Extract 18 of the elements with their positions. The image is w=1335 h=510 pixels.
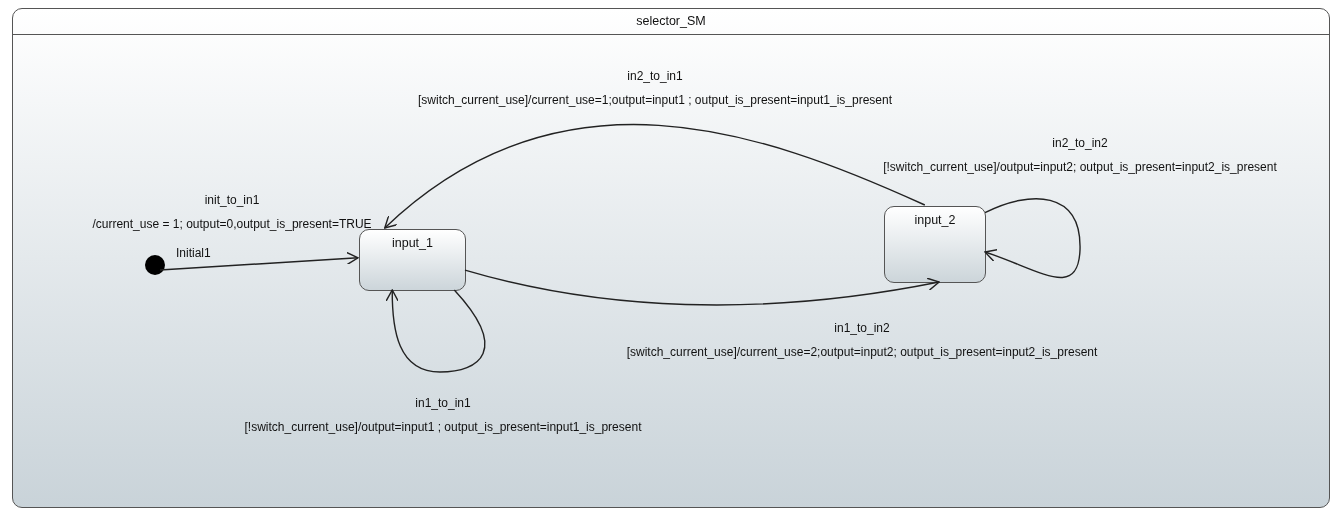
transition-label: in2_to_in1 [switch_current_use]/current_use=1;output=input1 ; output_is_present=input1_is_present: [418, 68, 892, 109]
initial-state-dot: [145, 255, 165, 275]
state-box: [359, 229, 466, 291]
state-machine-frame: [12, 8, 1330, 508]
transition-arrow: [159, 251, 359, 271]
transition-arrow: [384, 124, 926, 229]
transition-label: init_to_in1 /current_use = 1; output=0,output_is_present=TRUE: [92, 192, 372, 233]
transition-label: in1_to_in1 [!switch_current_use]/output=input1 ; output_is_present=input1_is_present: [244, 395, 642, 436]
transition-label: in2_to_in2 [!switch_current_use]/output=input2; output_is_present=input2_is_present: [883, 135, 1277, 176]
transition-arrow: [984, 198, 1081, 279]
state-name: input_2: [913, 213, 957, 227]
transition-arrow: [464, 269, 940, 306]
transition-arrow: [385, 289, 486, 373]
frame-title: selector_SM: [636, 14, 706, 28]
state-caption: Initial1: [176, 246, 211, 260]
state-box: [884, 206, 986, 283]
transition-label: in1_to_in2 [switch_current_use]/current_use=2;output=input2; output_is_present=input2_is_present: [626, 320, 1098, 361]
state-name: input_1: [391, 236, 434, 250]
